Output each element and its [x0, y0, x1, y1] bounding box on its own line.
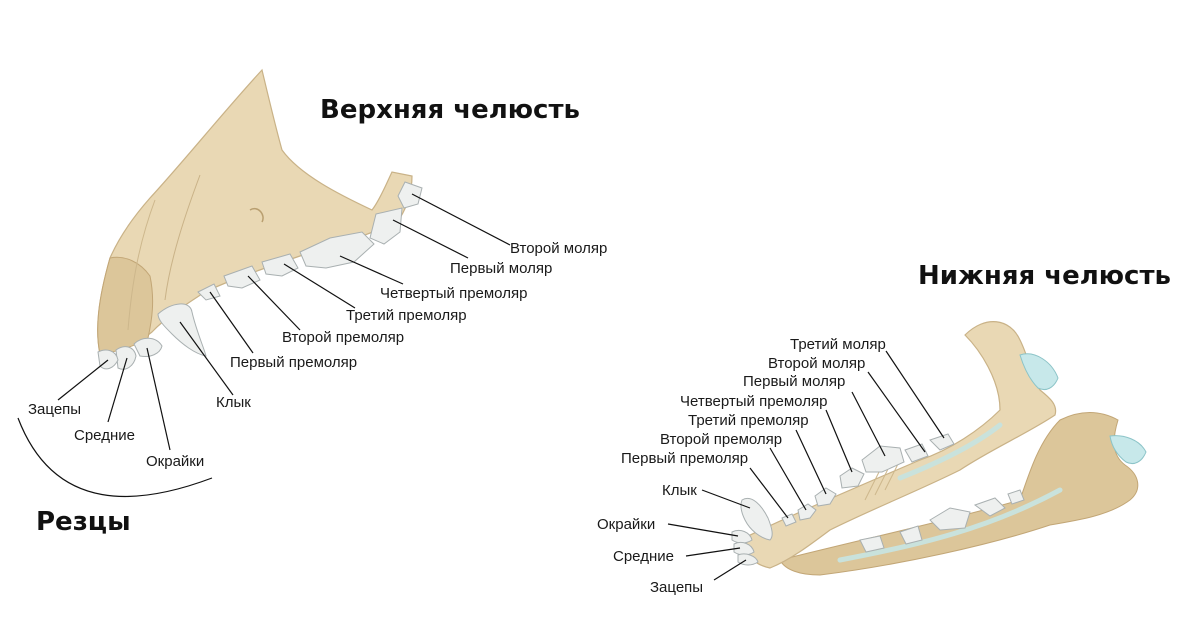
lower-canine: [740, 498, 773, 541]
upper-label-canine: Клык: [216, 394, 251, 411]
lower-fourth-premolar: [839, 467, 865, 489]
upper-label-first-molar: Первый моляр: [450, 260, 552, 277]
lower-label-corner-incisors: Окрайки: [597, 516, 655, 533]
upper-third-premolar: [261, 253, 299, 277]
upper-jaw-illustration: [97, 68, 423, 370]
upper-label-central-incisors: Зацепы: [28, 401, 81, 418]
upper-canine: [157, 303, 207, 357]
lower-first-molar: [861, 445, 905, 473]
upper-second-molar: [397, 181, 423, 209]
upper-label-second-premolar: Второй премоляр: [282, 329, 404, 346]
lower-label-central-incisors: Зацепы: [650, 579, 703, 596]
upper-label-corner-incisors: Окрайки: [146, 453, 204, 470]
upper-first-premolar: [197, 283, 221, 301]
upper-leader-lines: [17, 193, 511, 498]
lower-corner-incisor: [731, 529, 753, 544]
incisors-group-label: Резцы: [36, 507, 131, 537]
upper-label-third-premolar: Третий премоляр: [346, 307, 467, 324]
lower-jaw-back-cartilage: [1109, 435, 1147, 465]
lower-label-third-premolar: Третий премоляр: [688, 412, 809, 429]
lower-jaw-illustration: [731, 321, 1147, 576]
lower-first-premolar: [781, 513, 797, 527]
upper-label-first-premolar: Первый премоляр: [230, 354, 357, 371]
lower-jaw-title: Нижняя челюсть: [918, 261, 1171, 291]
lower-middle-incisor: [733, 541, 755, 556]
upper-second-premolar: [223, 265, 261, 289]
lower-leader-lines: [667, 350, 945, 581]
upper-jaw-title: Верхняя челюсть: [320, 95, 580, 125]
lower-jaw-front-cartilage: [1019, 353, 1059, 391]
upper-middle-incisor: [115, 346, 137, 370]
upper-first-molar: [369, 207, 403, 245]
upper-label-fourth-premolar: Четвертый премоляр: [380, 285, 527, 302]
lower-label-second-molar: Второй моляр: [768, 355, 865, 372]
lower-second-premolar: [797, 503, 817, 521]
lower-label-third-molar: Третий моляр: [790, 336, 886, 353]
lower-label-fourth-premolar: Четвертый премоляр: [680, 393, 827, 410]
lower-label-first-molar: Первый моляр: [743, 373, 845, 390]
upper-fourth-premolar: [299, 231, 375, 269]
lower-label-second-premolar: Второй премоляр: [660, 431, 782, 448]
lower-label-middle-incisors: Средние: [613, 548, 674, 565]
upper-label-second-molar: Второй моляр: [510, 240, 607, 257]
upper-label-middle-incisors: Средние: [74, 427, 135, 444]
lower-label-first-premolar: Первый премоляр: [621, 450, 748, 467]
upper-corner-incisor: [133, 337, 163, 357]
lower-label-canine: Клык: [662, 482, 697, 499]
